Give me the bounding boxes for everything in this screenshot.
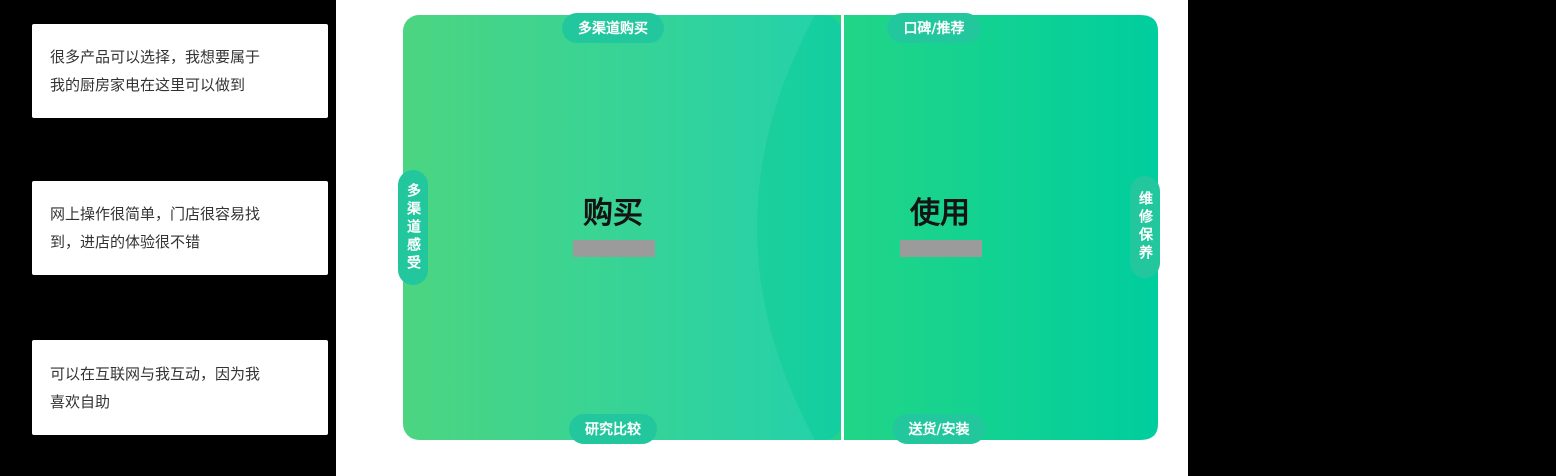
left-quotes-panel: 很多产品可以选择，我想要属于 我的厨房家电在这里可以做到 网上操作很简单，门店很… <box>0 0 336 476</box>
usage-side-tab: 维修保养 <box>1130 176 1160 278</box>
quote-card: 可以在互联网与我互动，因为我 喜欢自助 <box>32 340 328 435</box>
purchase-phase-shape <box>403 15 841 440</box>
usage-redacted-subtitle-bar <box>900 240 982 257</box>
purchase-redacted-subtitle-bar <box>573 240 655 257</box>
purchase-side-tab: 多渠道感受 <box>398 170 428 285</box>
usage-phase-shape <box>757 15 1158 440</box>
journey-diagram <box>403 15 1158 440</box>
quote-text: 网上操作很简单，门店很容易找 到，进店的体验很不错 <box>50 205 261 251</box>
quote-text: 很多产品可以选择，我想要属于 我的厨房家电在这里可以做到 <box>50 48 261 94</box>
purchase-bottom-tab: 研究比较 <box>569 414 657 444</box>
usage-bottom-tab: 送货/安装 <box>892 414 986 444</box>
usage-top-tab: 口碑/推荐 <box>887 13 981 43</box>
usage-phase-title: 使用 <box>910 196 970 231</box>
phase-divider-line <box>841 15 844 440</box>
purchase-top-tab: 多渠道购买 <box>562 13 664 43</box>
right-quotes-panel: 高效解决问题，我很信任品牌服务 更多附加值的保养服务 服务与购买时一致的体验与感… <box>1188 0 1556 476</box>
quote-card: 很多产品可以选择，我想要属于 我的厨房家电在这里可以做到 <box>32 24 328 118</box>
quote-text: 可以在互联网与我互动，因为我 喜欢自助 <box>50 364 261 411</box>
purchase-phase-title: 购买 <box>583 196 643 231</box>
quote-card: 网上操作很简单，门店很容易找 到，进店的体验很不错 <box>32 181 328 275</box>
